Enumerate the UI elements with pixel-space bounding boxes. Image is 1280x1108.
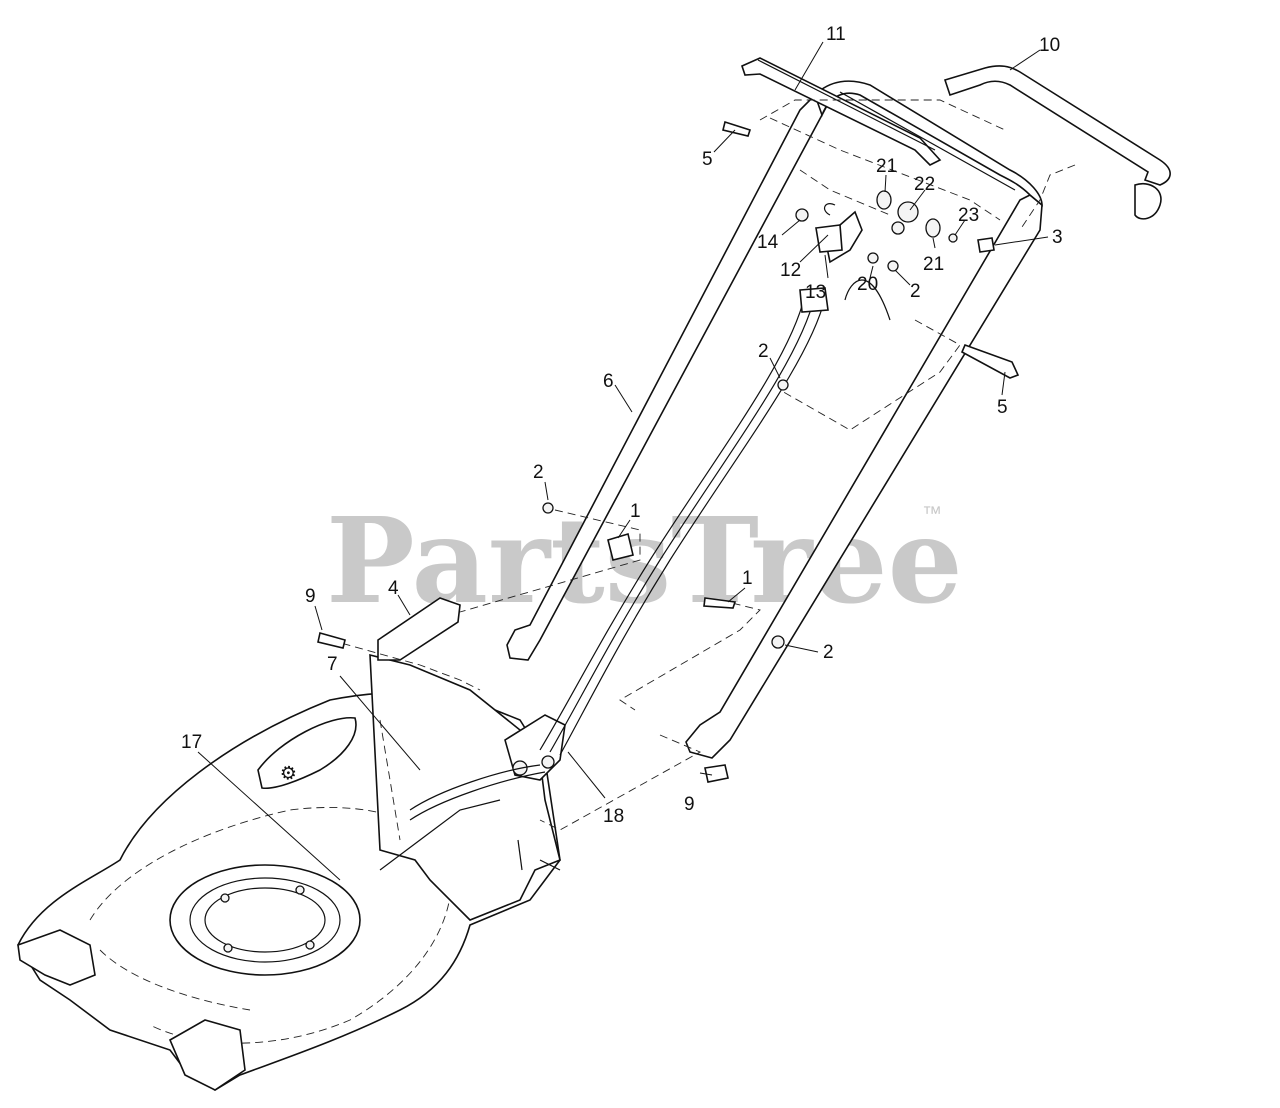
watermark-trademark: ™: [922, 503, 942, 525]
callout-22: 22: [914, 174, 935, 195]
callout-12: 12: [780, 260, 801, 281]
callout-9-right: 9: [684, 794, 695, 815]
callout-18: 18: [603, 806, 624, 827]
callout-1-lower: 1: [742, 568, 753, 589]
callout-2-right: 2: [823, 642, 834, 663]
callout-2-mid: 2: [758, 341, 769, 362]
callout-20: 20: [857, 274, 878, 295]
leader-lines: [197, 41, 1049, 881]
callout-4: 4: [388, 578, 399, 599]
callout-2-left: 2: [533, 462, 544, 483]
callout-5-lower: 5: [997, 397, 1008, 418]
callout-21-upper: 21: [876, 156, 897, 177]
callout-7: 7: [327, 654, 338, 675]
callout-13: 13: [805, 282, 826, 303]
callout-23: 23: [958, 205, 979, 226]
callouts: 11 10 5 21 22 23 3 14 21 12 20 2 13 2 6 …: [181, 24, 1063, 827]
callout-11: 11: [826, 24, 846, 45]
hardware: [317, 120, 1020, 783]
lower-cables: [409, 279, 891, 821]
callout-9-left: 9: [305, 586, 316, 607]
upper-cable-11: [741, 57, 942, 166]
callout-10: 10: [1039, 35, 1060, 56]
assembly-lines: [329, 99, 1076, 841]
callout-1-upper: 1: [630, 501, 641, 522]
callout-14: 14: [757, 232, 779, 253]
callout-17: 17: [181, 732, 202, 753]
bail-bar-10: [943, 65, 1171, 220]
callout-3: 3: [1052, 227, 1063, 248]
callout-5-upper: 5: [702, 149, 713, 170]
callout-2-upper: 2: [910, 281, 921, 302]
control-assembly: [795, 190, 958, 272]
callout-21-lower: 21: [923, 254, 944, 275]
mower-deck: ⚙: [17, 653, 561, 1091]
callout-6: 6: [603, 371, 614, 392]
lower-brackets: [377, 597, 566, 781]
handle-frame: [506, 80, 1043, 759]
